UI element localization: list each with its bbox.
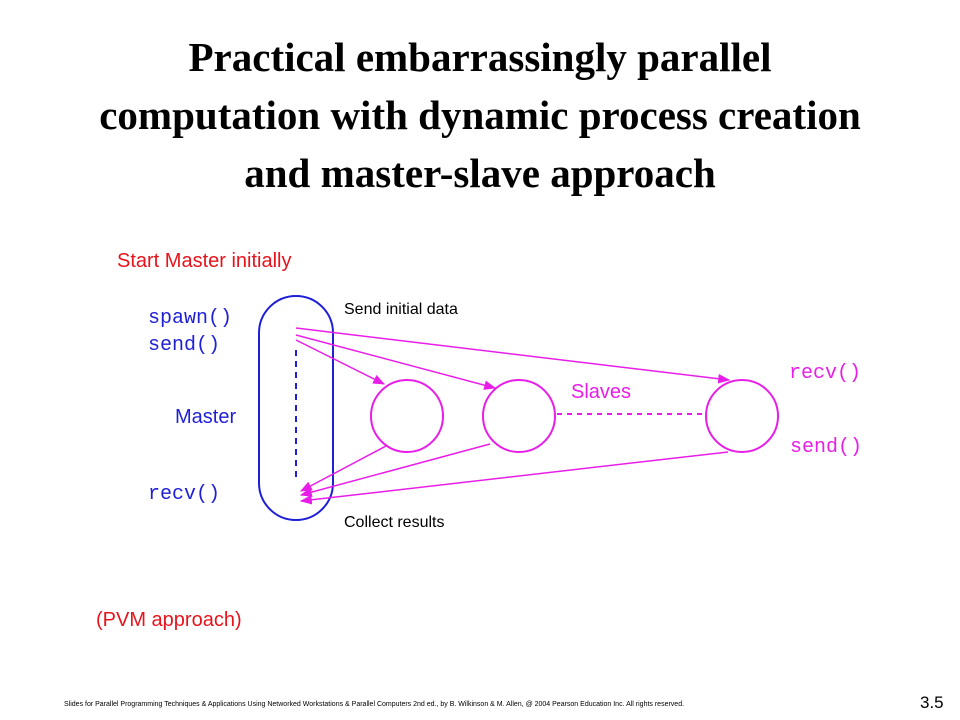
footer-citation: Slides for Parallel Programming Techniqu…: [64, 701, 685, 708]
slave-process-n: [705, 379, 779, 453]
slave-process-2: [482, 379, 556, 453]
collect-results-label: Collect results: [344, 514, 445, 531]
title-line-1: Practical embarrassingly parallel: [188, 34, 772, 80]
send-arrow-to-slave-2: [295, 334, 497, 390]
master-label: Master: [175, 406, 237, 428]
collect-arrow-from-slave-1: [299, 445, 387, 492]
slave-process-1: [370, 379, 444, 453]
start-master-note: Start Master initially: [117, 250, 292, 272]
title-line-2: computation with dynamic process creatio…: [99, 92, 861, 138]
master-process-shape: [258, 295, 334, 521]
send-arrow-to-slave-n: [295, 327, 731, 384]
collect-arrow-from-slave-n: [299, 451, 729, 505]
pvm-approach-note: (PVM approach): [96, 609, 242, 631]
send-arrow-to-slave-1: [295, 339, 386, 385]
send-initial-data-label: Send initial data: [344, 301, 458, 318]
collect-arrow-from-slave-2: [299, 443, 491, 497]
master-send-call: send(): [148, 334, 221, 357]
slide-number: 3.5: [920, 693, 944, 712]
master-spawn-call: spawn(): [148, 307, 233, 330]
slaves-label: Slaves: [571, 381, 632, 403]
slave-recv-call: recv(): [789, 362, 862, 385]
slave-send-call: send(): [790, 436, 863, 459]
master-recv-call: recv(): [148, 483, 221, 506]
slide-title: Practical embarrassingly parallel comput…: [0, 28, 960, 202]
title-line-3: and master-slave approach: [244, 150, 716, 196]
